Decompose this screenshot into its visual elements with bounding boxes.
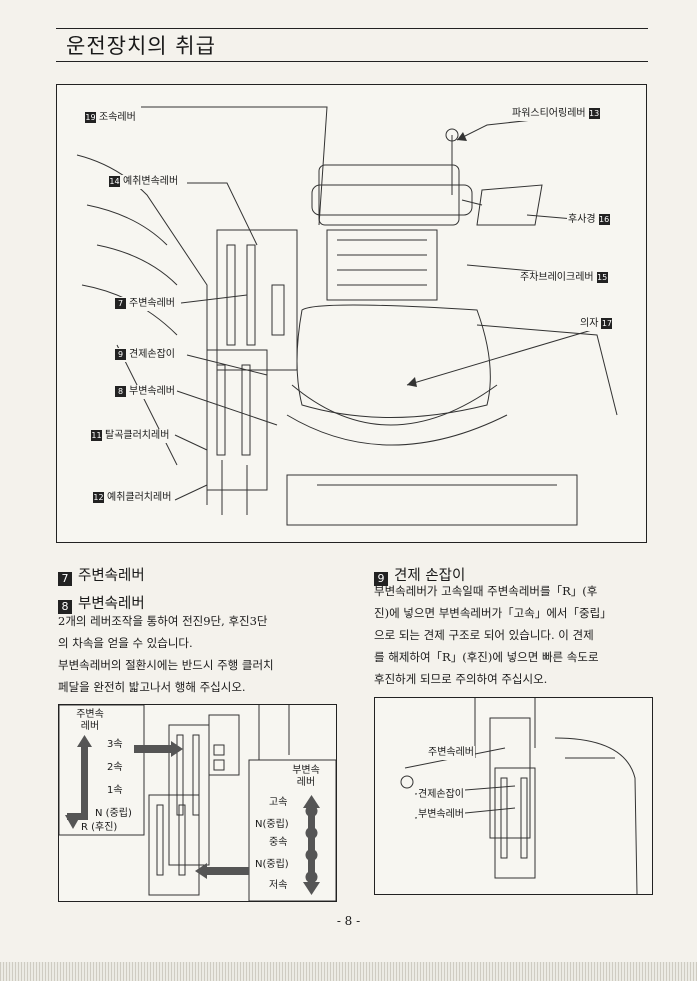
- main-gear-neutral: N (중립): [95, 808, 132, 819]
- sub-gear-mid: 중속: [269, 837, 288, 848]
- section-8-body: 2개의 레버조작을 통하여 전진9단, 후진3단 의 차속을 얻을 수 있습니다…: [58, 614, 274, 694]
- page-number: - 8 -: [336, 914, 361, 928]
- label-sub-shift-lever-small: 부변속레버: [417, 808, 465, 822]
- label-main-shift-lever-small: 주변속레버: [427, 746, 475, 760]
- sub-gear-neutral-1: N(중립): [255, 819, 289, 830]
- page-title: 운전장치의 취급: [66, 34, 216, 58]
- main-gear-3: 3속: [107, 739, 123, 750]
- shift-pattern-figure: 주변속 레버 3속 2속 1속 N (중립) R (후진) 부변속 레버 고속 …: [58, 704, 337, 902]
- shift-pattern-illustration: [59, 705, 336, 901]
- sub-lever-pattern-title: 부변속 레버: [292, 765, 320, 788]
- label-restraint-knob-small: 견제손잡이: [417, 788, 465, 802]
- sub-gear-high: 고속: [269, 797, 288, 808]
- sub-gear-neutral-2: N(중립): [255, 859, 289, 870]
- main-lever-pattern-title: 주변속 레버: [76, 709, 104, 732]
- title-underline: [56, 61, 648, 62]
- restraint-knob-figure: 주변속레버 견제손잡이 부변속레버: [374, 697, 653, 895]
- sub-gear-low: 저속: [269, 880, 288, 891]
- top-rule: [56, 28, 648, 29]
- main-gear-1: 1속: [107, 785, 123, 796]
- scan-edge-strip: [0, 962, 697, 981]
- main-gear-2: 2속: [107, 762, 123, 773]
- cockpit-illustration: [76, 106, 618, 526]
- section-9-body: 부변속레버가 고속일때 주변속레버를「R」(후 진)에 넣으면 부변속레버가「고…: [374, 584, 612, 686]
- main-gear-reverse: R (후진): [81, 822, 118, 833]
